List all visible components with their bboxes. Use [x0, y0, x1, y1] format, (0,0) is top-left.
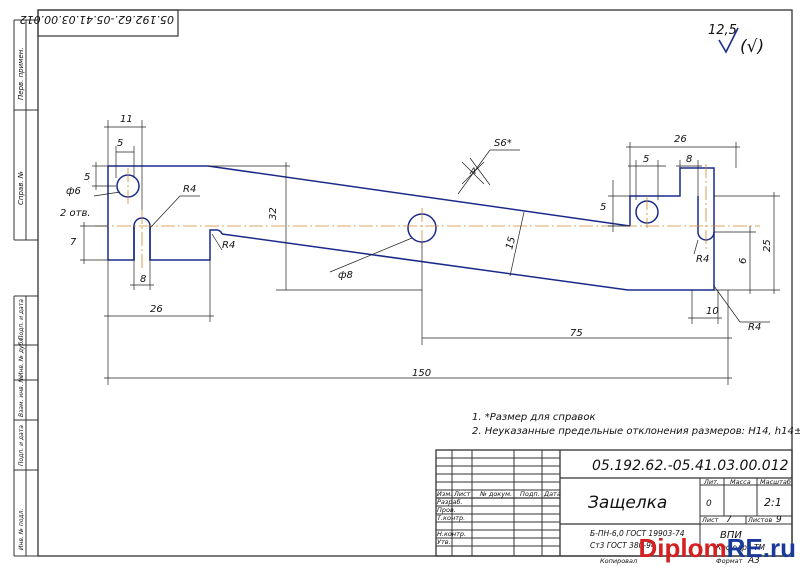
- dim-8-bottom: 8: [140, 274, 146, 285]
- tb-org-2: Кафедра ТМ: [716, 543, 765, 552]
- tb-t-kontr: Т.контр.: [437, 514, 465, 522]
- tb-massa-value: 0: [706, 499, 712, 509]
- dim-10: 10: [706, 306, 719, 317]
- dim-5-left: 5: [84, 172, 90, 183]
- roughness-value: 12,5: [708, 23, 737, 38]
- left-inv-podl: Инв. № подл.: [18, 509, 25, 550]
- tb-scale-value: 2:1: [764, 496, 782, 509]
- dim-26-left: 26: [150, 304, 163, 315]
- dim-11: 11: [120, 114, 133, 125]
- dim-5-top: 5: [117, 138, 123, 149]
- rotated-doc-code: 05.192.62.-05.41.03.00.012: [20, 13, 174, 26]
- left-vzam-inv: Взам. инв. №: [18, 376, 25, 417]
- part-outline: [107, 165, 715, 291]
- drawing-frame: [37, 9, 793, 557]
- dim-s6: S6*: [494, 138, 512, 149]
- dim-7: 7: [70, 237, 77, 248]
- dim-25: 25: [762, 239, 773, 252]
- dim-150: 150: [412, 368, 431, 379]
- dim-two-holes: 2 отв.: [60, 208, 91, 219]
- title-block-grid: [435, 449, 793, 557]
- tb-izm: Изм.: [437, 490, 452, 498]
- dim-8-right-top: 8: [686, 154, 692, 165]
- dim-r4-c: R4: [748, 322, 761, 333]
- s6-section-marker: [461, 161, 485, 185]
- dim-5-right: 5: [600, 202, 606, 213]
- tb-listov-label: Листов: [747, 516, 772, 524]
- site-watermark: DiplomRE.ru: [639, 533, 796, 564]
- dim-26-right: 26: [674, 134, 687, 145]
- tb-list-value: 7: [726, 515, 732, 525]
- center-lines: [95, 164, 760, 270]
- tb-data: Дата: [543, 490, 561, 498]
- dim-r4-right: R4: [696, 254, 709, 265]
- tb-col-massa: Масса: [730, 478, 751, 486]
- left-podp-data-1: Подп. и дата: [18, 299, 25, 340]
- tb-material: Б-ПН-6,0 ГОСТ 19903-74: [590, 529, 685, 538]
- dim-6: 6: [738, 258, 749, 264]
- watermark-part1: Diplom: [638, 533, 727, 563]
- tb-listov-value: 9: [776, 515, 782, 525]
- dim-5-right-top: 5: [643, 154, 649, 165]
- tb-no-dokum: № докум.: [479, 490, 512, 498]
- tb-list-col: Лист: [453, 490, 471, 498]
- watermark-part3: .ru: [762, 533, 796, 563]
- left-sprav-no: Справ. №: [17, 171, 25, 205]
- tb-prov: Пров.: [437, 506, 456, 514]
- tb-kopiroval: Копировал: [600, 557, 637, 565]
- tb-list-label: Лист: [701, 516, 719, 524]
- tb-name: Защелка: [588, 493, 667, 513]
- tb-org-1: ВПИ: [720, 530, 742, 541]
- tb-razrab: Разраб.: [437, 498, 463, 506]
- dim-r4-a: R4: [183, 184, 196, 195]
- left-perv-primen: Перв. примен.: [17, 47, 25, 100]
- tb-col-masshtab: Масштаб: [760, 478, 791, 486]
- dim-section-label: A: [469, 167, 476, 177]
- watermark-part2: RE: [726, 533, 763, 563]
- dim-phi6: ф6: [66, 186, 81, 197]
- tb-utv: Утв.: [437, 538, 451, 546]
- tb-format-value: A3: [747, 556, 760, 566]
- dim-phi8: ф8: [338, 270, 353, 281]
- note-2: 2. Неуказанные предельные отклонения раз…: [472, 426, 800, 437]
- tb-designation: 05.192.62.-05.41.03.00.012: [592, 458, 789, 474]
- tb-material-2: Ст3 ГОСТ 380-94: [590, 541, 656, 550]
- roughness-note: (√): [740, 37, 764, 57]
- dim-15: 15: [504, 236, 518, 251]
- dimension-lines: [80, 120, 780, 385]
- left-inv-dubl: Инв. № дубл.: [18, 336, 25, 377]
- tb-format-label: Формат: [716, 557, 743, 565]
- rotated-code-box: [37, 9, 179, 37]
- left-podp-data-2: Подп. и дата: [18, 425, 25, 466]
- dim-75: 75: [570, 328, 583, 339]
- tb-col-lit: Лит.: [703, 478, 719, 486]
- roughness-check-icon: [718, 27, 739, 54]
- tb-podp: Подп.: [520, 490, 540, 498]
- dim-32: 32: [268, 207, 279, 220]
- tb-n-kontr: Н.контр.: [437, 530, 466, 538]
- dim-r4-b: R4: [222, 240, 235, 251]
- note-1: 1. *Размер для справок: [472, 412, 595, 423]
